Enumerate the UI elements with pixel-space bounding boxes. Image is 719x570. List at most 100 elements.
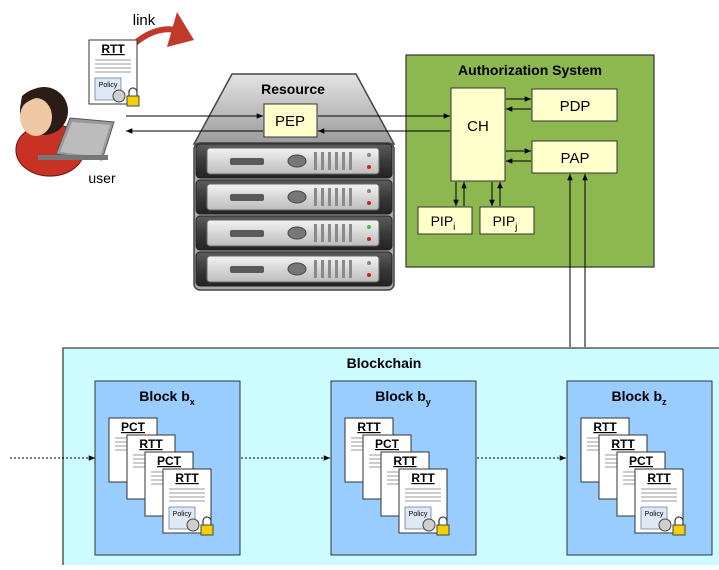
pep-label: PEP: [275, 113, 305, 130]
pip-i-base: PIP: [431, 213, 454, 229]
document-title: RTT: [411, 471, 435, 485]
ch-box[interactable]: [450, 87, 506, 182]
pdp-label: PDP: [560, 98, 591, 115]
led-top: [367, 153, 371, 157]
led-bottom: [367, 237, 371, 241]
resource-title: Resource: [261, 81, 325, 97]
laptop-screen: [60, 122, 110, 157]
document-title: PCT: [629, 454, 654, 468]
drive-slot: [230, 158, 264, 165]
vent-slot: [342, 260, 345, 278]
pap-box[interactable]: [531, 140, 618, 174]
document-title: PCT: [121, 420, 146, 434]
lock-icon: [126, 95, 140, 107]
authorization-system: Authorization System CH PDP PAP PIPi PIP…: [405, 54, 655, 268]
lock-icon: [200, 524, 214, 536]
pep-box[interactable]: [263, 103, 318, 138]
pdp-box[interactable]: [531, 88, 618, 122]
vent-slot: [349, 260, 352, 278]
vent-slot: [321, 188, 324, 206]
led-bottom: [367, 201, 371, 205]
seal-icon: [658, 518, 672, 532]
pip-j-label: PIPj: [493, 213, 518, 233]
led-bottom: [367, 165, 371, 169]
led-top: [367, 225, 371, 229]
vent-slot: [349, 224, 352, 242]
policy-label: Policy: [645, 511, 664, 518]
pip-j-base: PIP: [493, 213, 516, 229]
block-title: Block bx: [139, 388, 195, 407]
vent-slot: [335, 188, 338, 206]
user-face: [20, 98, 52, 136]
policy-label: Policy: [173, 511, 192, 518]
pip-i-box[interactable]: [417, 206, 473, 235]
server-unit: [195, 251, 393, 287]
blockchain-title: Blockchain: [347, 355, 422, 371]
document-title: RTT: [175, 471, 199, 485]
block-title: Block by: [375, 388, 431, 407]
block-title: Block bz: [611, 388, 667, 407]
led-top: [367, 189, 371, 193]
user-avatar: [15, 87, 115, 177]
link-arrow-head: [167, 12, 194, 47]
document-title: RTT: [357, 420, 381, 434]
block-title-base: Block b: [375, 388, 426, 404]
led-bottom: [367, 273, 371, 277]
vent-slot: [342, 152, 345, 170]
pap-label: PAP: [561, 150, 590, 167]
vent-slot: [328, 224, 331, 242]
power-button: [287, 190, 307, 204]
power-button: [287, 154, 307, 168]
drive-slot: [230, 194, 264, 201]
document-icon: RTT Policy: [398, 468, 450, 536]
document-title: RTT: [101, 42, 125, 56]
policy-label: Policy: [99, 82, 118, 89]
block-title-sub: y: [426, 397, 431, 407]
vent-slot: [321, 260, 324, 278]
user-label: user: [88, 170, 116, 186]
drive-slot: [230, 266, 264, 273]
link-label: link: [133, 12, 156, 29]
laptop-base: [38, 155, 108, 160]
vent-slot: [314, 152, 317, 170]
server-unit: [195, 143, 393, 179]
authorization-system-title: Authorization System: [458, 62, 602, 78]
vent-slot: [335, 152, 338, 170]
lock-icon: [436, 524, 450, 536]
vent-slot: [335, 260, 338, 278]
vent-slot: [328, 152, 331, 170]
seal-icon: [186, 518, 200, 532]
power-button: [287, 226, 307, 240]
pip-i-label: PIPi: [431, 213, 456, 233]
document-icon: RTT Policy: [88, 39, 140, 107]
user-fringe: [20, 88, 66, 108]
vent-slot: [321, 152, 324, 170]
ch-label: CH: [467, 118, 489, 135]
document-title: RTT: [139, 437, 163, 451]
server-unit: [195, 179, 393, 215]
document-icon: RTT Policy: [162, 468, 214, 536]
power-button: [287, 262, 307, 276]
resource-server: Resource PEP: [192, 73, 396, 291]
policy-label: Policy: [409, 511, 428, 518]
lock-shackle: [674, 516, 684, 525]
vent-slot: [314, 188, 317, 206]
pip-j-box[interactable]: [479, 206, 535, 235]
vent-slot: [342, 188, 345, 206]
blockchain: Blockchain Block bx PCT RTT PCT RTT Policy Blo…: [10, 347, 719, 570]
server-unit: [195, 215, 393, 251]
block-title-base: Block b: [611, 388, 662, 404]
vent-slot: [321, 224, 324, 242]
vent-slot: [328, 260, 331, 278]
document-title: RTT: [611, 437, 635, 451]
lock-shackle: [438, 516, 448, 525]
block-title-base: Block b: [139, 388, 190, 404]
server-units: [195, 143, 393, 287]
user-rtt-document: RTT Policy: [88, 39, 140, 107]
